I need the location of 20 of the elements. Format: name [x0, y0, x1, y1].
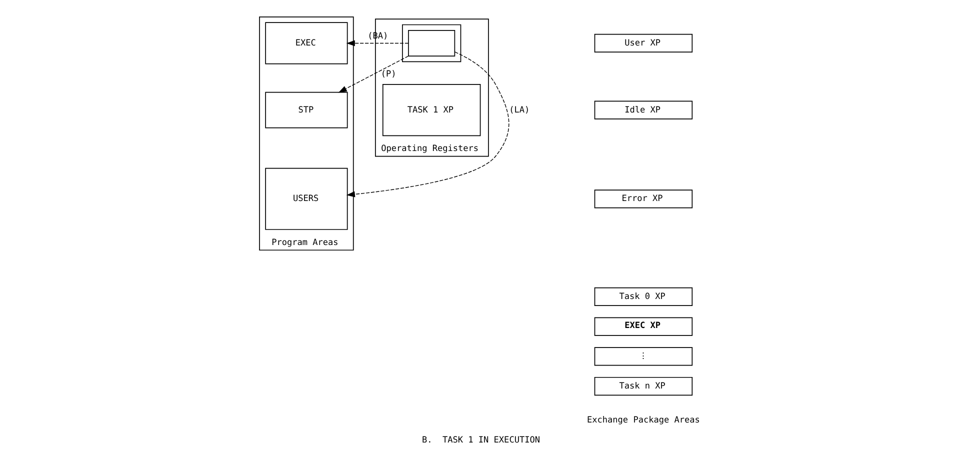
node-box: Error XP — [594, 190, 692, 208]
arrow — [346, 40, 408, 46]
node-box: USERS — [264, 168, 348, 230]
node-box: ⋮ — [594, 347, 692, 366]
edge-label: (LA) — [508, 105, 530, 116]
arrow — [346, 52, 509, 198]
node-box: STP — [264, 92, 348, 128]
node-box: EXEC XP — [594, 317, 692, 336]
node-box: TASK 1 XP — [382, 84, 480, 136]
label: Exchange Package Areas — [586, 415, 700, 426]
edge-label: (P) — [380, 69, 396, 80]
cluster — [402, 24, 461, 62]
arrow — [338, 56, 408, 93]
node-box: Task 0 XP — [594, 287, 692, 306]
caption: B. TASK 1 IN EXECUTION — [422, 436, 540, 446]
node-box: User XP — [594, 34, 692, 53]
node-box — [408, 30, 455, 56]
node-box: EXEC — [264, 22, 348, 64]
node-box: Task n XP — [594, 376, 692, 396]
node-box: Idle XP — [594, 100, 692, 120]
